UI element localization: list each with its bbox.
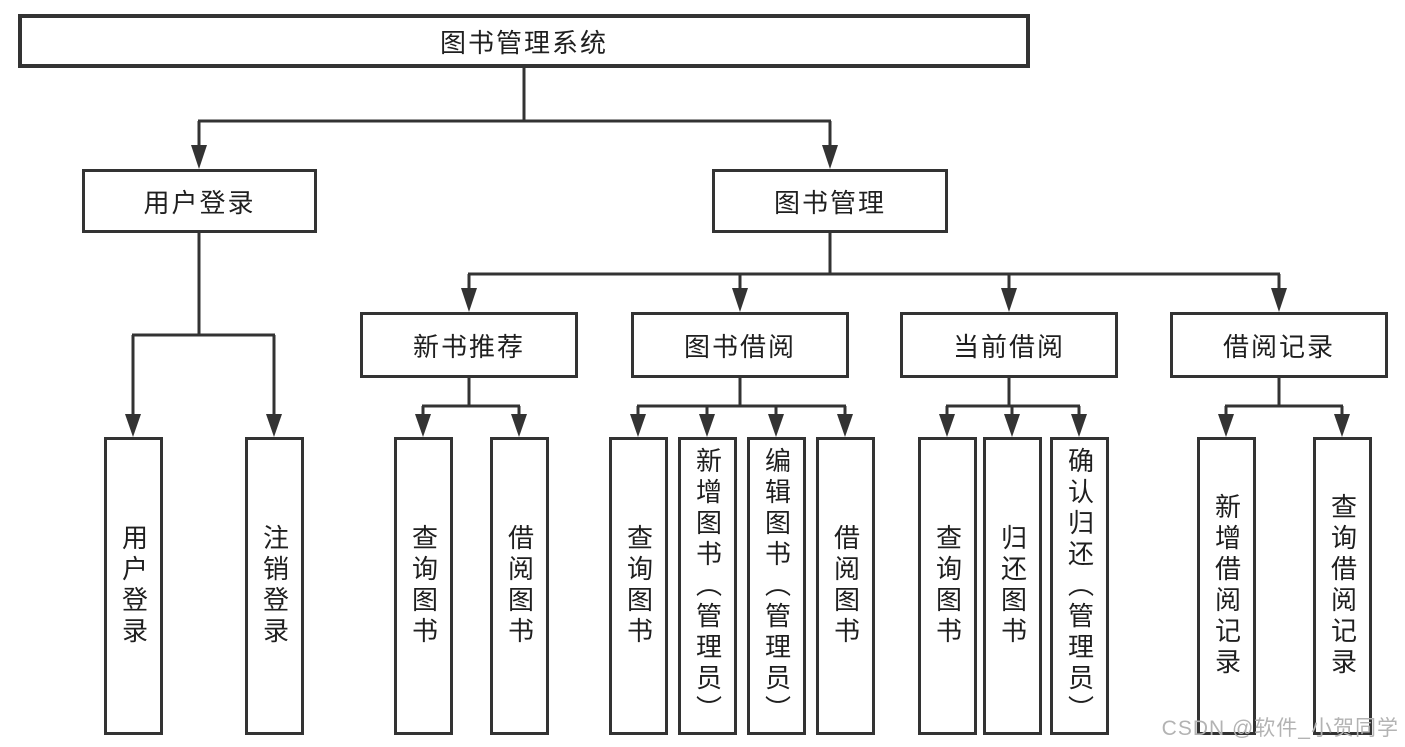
arrowhead-leaf-add-books — [699, 414, 715, 437]
leaf-newbook-query-books: 查询图书 — [394, 437, 453, 735]
leaf-borrowsec-query-books: 查询图书 — [609, 437, 668, 735]
arrowhead-leaf-query-books-2 — [630, 414, 646, 437]
leaf-borrowsec-borrow-books: 借阅图书 — [816, 437, 875, 735]
arrowhead-leaf-add-record — [1218, 414, 1234, 437]
leaf-records-query-borrow-record: 查询借阅记录 — [1313, 437, 1372, 735]
arrowhead-new-book — [461, 288, 477, 312]
arrowhead-book-mgmt — [822, 145, 838, 169]
arrowhead-leaf-user-login — [125, 414, 141, 437]
leaf-user-login: 用户登录 — [104, 437, 163, 735]
connector-book-borrow-drops — [636, 406, 847, 416]
arrowhead-leaf-borrow-books-1 — [511, 414, 527, 437]
arrowhead-leaf-query-books-3 — [939, 414, 955, 437]
arrowhead-user-login — [191, 145, 207, 169]
leaf-newbook-borrow-books: 借阅图书 — [490, 437, 549, 735]
leaf-records-add-borrow-record: 新增借阅记录 — [1197, 437, 1256, 735]
leaf-current-query-books: 查询图书 — [918, 437, 977, 735]
arrowhead-leaf-logout — [266, 414, 282, 437]
node-current-borrowing: 当前借阅 — [900, 312, 1118, 378]
leaf-borrowsec-add-books-admin: 新增图书（管理员） — [678, 437, 737, 735]
node-book-management: 图书管理 — [712, 169, 948, 233]
arrowhead-leaf-borrow-books-2 — [837, 414, 853, 437]
node-library-system: 图书管理系统 — [18, 14, 1030, 68]
arrowhead-current-borrow — [1001, 288, 1017, 312]
leaf-borrowsec-edit-books-admin: 编辑图书（管理员） — [747, 437, 806, 735]
arrowhead-leaf-confirm-return — [1071, 414, 1087, 437]
arrowhead-book-borrow — [732, 288, 748, 312]
leaf-current-return-books: 归还图书 — [983, 437, 1042, 735]
arrowhead-borrow-records — [1271, 288, 1287, 312]
node-book-borrowing: 图书借阅 — [631, 312, 849, 378]
node-user-login: 用户登录 — [82, 169, 317, 233]
leaf-current-confirm-return-admin: 确认归还（管理员） — [1050, 437, 1109, 735]
csdn-watermark: CSDN @软件_小贺同学 — [1161, 717, 1399, 740]
node-borrowing-records: 借阅记录 — [1170, 312, 1388, 378]
node-new-book-recommend: 新书推荐 — [360, 312, 578, 378]
arrowhead-leaf-query-record — [1334, 414, 1350, 437]
arrowhead-leaf-edit-books — [768, 414, 784, 437]
arrowhead-leaf-query-books-1 — [415, 414, 431, 437]
connector-arrowheads — [125, 145, 1350, 437]
leaf-logout: 注销登录 — [245, 437, 304, 735]
arrowhead-leaf-return-books — [1004, 414, 1020, 437]
connector-paths — [131, 68, 1344, 416]
